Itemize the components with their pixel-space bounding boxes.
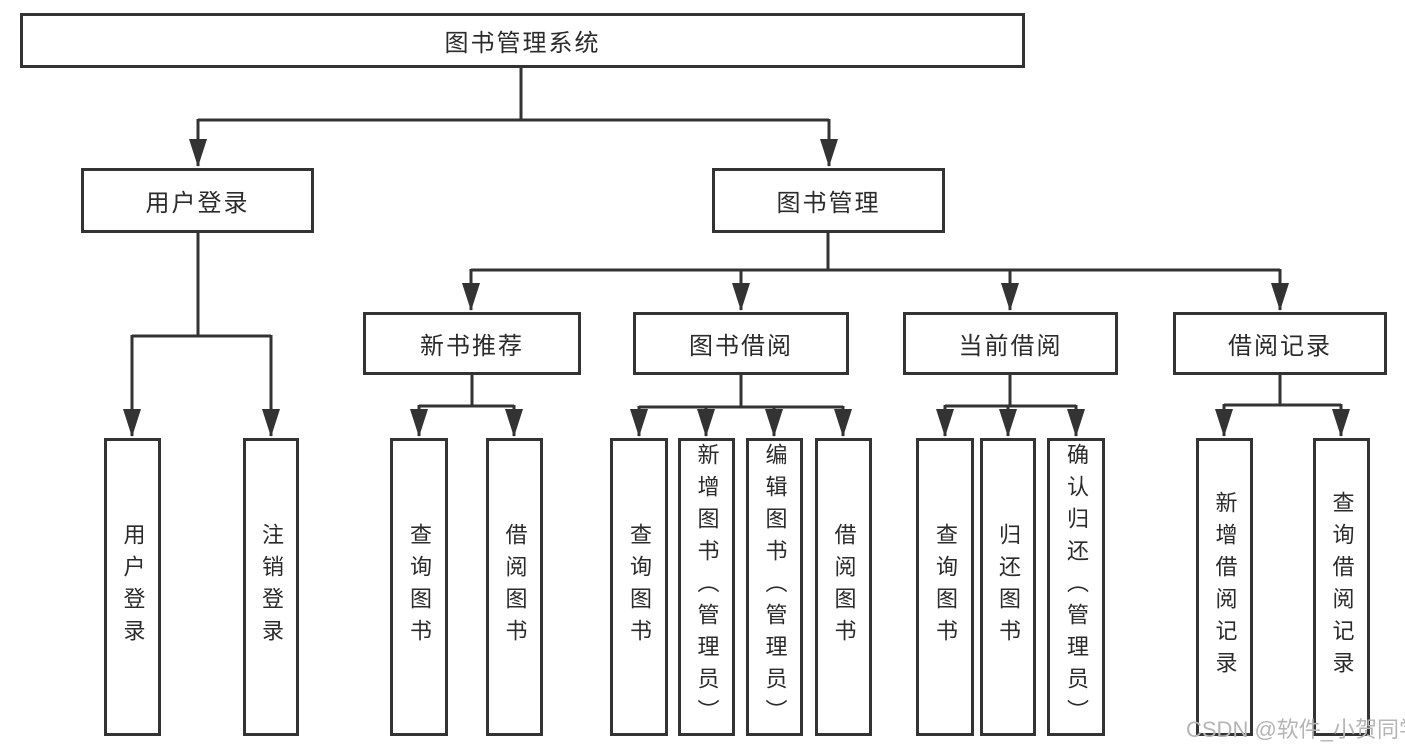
leaf-add-books-admin: 新增图书（管理员） bbox=[678, 438, 735, 736]
node-book-management-label: 图书管理 bbox=[776, 190, 881, 217]
node-book-borrowing-label: 图书借阅 bbox=[689, 333, 793, 360]
leaf-borrow-books-recommend: 借阅图书 bbox=[486, 438, 543, 736]
leaf-borrow-books-recommend-label: 借阅图书 bbox=[502, 523, 528, 651]
node-book-borrowing: 图书借阅 bbox=[633, 312, 849, 375]
node-new-book-recommend-label: 新书推荐 bbox=[420, 333, 524, 360]
watermark: CSDN @软件_小贺同学 bbox=[1186, 717, 1405, 742]
node-new-book-recommend: 新书推荐 bbox=[363, 312, 581, 375]
leaf-query-borrow-record-label: 查询借阅记录 bbox=[1329, 491, 1355, 683]
leaf-query-books-recommend: 查询图书 bbox=[390, 438, 448, 736]
leaf-query-books-recommend-label: 查询图书 bbox=[407, 523, 432, 651]
leaf-edit-books-admin: 编辑图书（管理员） bbox=[746, 438, 803, 736]
leaf-logout: 注销登录 bbox=[243, 438, 299, 736]
leaf-add-books-admin-label: 新增图书（管理员） bbox=[694, 443, 720, 731]
leaf-borrow-books-borrowing: 借阅图书 bbox=[815, 438, 872, 736]
leaf-return-books-label: 归还图书 bbox=[996, 523, 1021, 651]
node-user-login: 用户登录 bbox=[81, 168, 314, 233]
leaf-user-login: 用户登录 bbox=[104, 438, 161, 736]
leaf-query-books-borrowing: 查询图书 bbox=[610, 438, 668, 736]
leaf-query-borrow-record: 查询借阅记录 bbox=[1313, 438, 1370, 736]
leaf-confirm-return-admin: 确认归还（管理员） bbox=[1047, 438, 1105, 736]
leaf-confirm-return-admin-label: 确认归还（管理员） bbox=[1064, 443, 1089, 731]
leaf-add-borrow-record-label: 新增借阅记录 bbox=[1212, 491, 1238, 683]
node-book-management: 图书管理 bbox=[712, 168, 945, 233]
node-root: 图书管理系统 bbox=[20, 13, 1025, 68]
node-borrowing-records: 借阅记录 bbox=[1173, 312, 1387, 375]
node-user-login-label: 用户登录 bbox=[145, 190, 250, 217]
leaf-query-books-current: 查询图书 bbox=[916, 438, 974, 736]
node-current-borrowing-label: 当前借阅 bbox=[958, 333, 1063, 360]
leaf-logout-label: 注销登录 bbox=[259, 523, 284, 651]
node-root-label: 图书管理系统 bbox=[444, 30, 601, 57]
leaf-query-books-current-label: 查询图书 bbox=[933, 523, 958, 651]
leaf-borrow-books-borrowing-label: 借阅图书 bbox=[831, 523, 857, 651]
leaf-add-borrow-record: 新增借阅记录 bbox=[1196, 438, 1253, 736]
leaf-query-books-borrowing-label: 查询图书 bbox=[627, 523, 652, 651]
node-current-borrowing: 当前借阅 bbox=[903, 312, 1118, 375]
leaf-edit-books-admin-label: 编辑图书（管理员） bbox=[762, 443, 788, 731]
leaf-return-books: 归还图书 bbox=[980, 438, 1036, 736]
node-borrowing-records-label: 借阅记录 bbox=[1228, 333, 1332, 360]
leaf-user-login-label: 用户登录 bbox=[120, 523, 146, 651]
